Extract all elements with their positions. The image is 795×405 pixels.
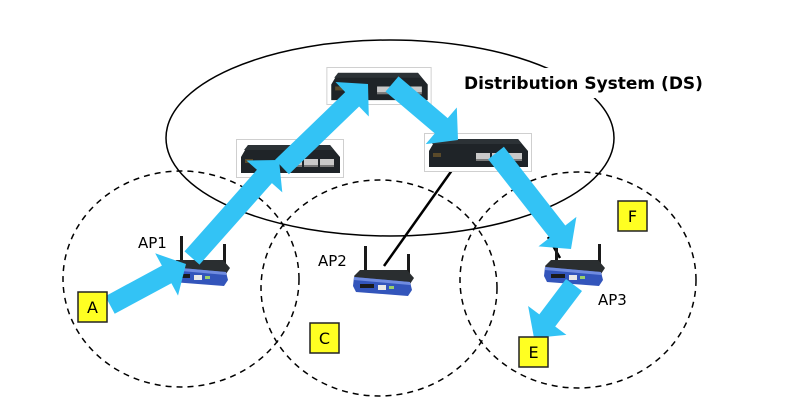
- frame-arrow-5: [488, 146, 577, 249]
- frame-arrow-3: [275, 82, 369, 175]
- station-a-label: A: [87, 298, 98, 317]
- wireless-router-icon: [353, 246, 414, 296]
- bss1-coverage: [62, 170, 300, 388]
- frame-arrow-1: [105, 253, 186, 314]
- station-e-label: E: [528, 343, 538, 362]
- station-c: C: [309, 322, 340, 354]
- wired-link-switch-ap2: [382, 165, 457, 267]
- frame-arrow-6: [528, 279, 582, 338]
- station-a: A: [77, 291, 108, 323]
- ap3-label: AP3: [598, 291, 627, 309]
- bss3-coverage: [459, 171, 697, 389]
- ap2-label: AP2: [318, 252, 347, 270]
- ap1-label: AP1: [138, 234, 167, 252]
- ds-ellipse: [165, 39, 615, 237]
- frame-arrow-2: [184, 160, 283, 265]
- ds-title: Distribution System (DS): [464, 74, 703, 94]
- station-f-label: F: [628, 207, 637, 226]
- station-c-label: C: [319, 329, 330, 348]
- station-e: E: [518, 336, 549, 368]
- frame-path: [105, 76, 582, 338]
- ds-title-bg: [460, 68, 725, 98]
- frame-arrow-4: [385, 76, 458, 145]
- station-f: F: [617, 200, 648, 232]
- bss2-coverage: [260, 179, 498, 397]
